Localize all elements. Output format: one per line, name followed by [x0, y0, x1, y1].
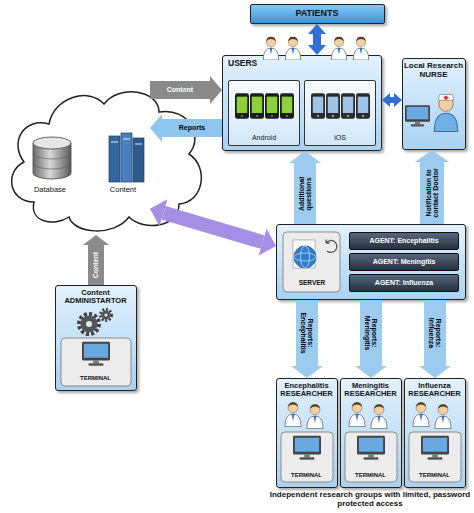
node-label: PATIENTS — [251, 9, 383, 19]
cloud-outline — [4, 82, 204, 235]
agent-box: AGENT: Influenza — [349, 274, 459, 292]
arrow-label: Reports: Meningitis — [364, 308, 379, 358]
block-arrow — [420, 162, 444, 224]
researcher-box: Meningitis RESEARCHER TERMINAL — [340, 378, 402, 488]
node-label: SERVER — [283, 279, 341, 286]
node-label: Meningitis RESEARCHER — [341, 382, 400, 399]
block-arrow — [424, 300, 446, 366]
node-label: TERMINAL — [341, 472, 400, 479]
patients-box: PATIENTS — [250, 4, 385, 24]
node-label: Content ADMINISTARTOR — [56, 289, 135, 306]
node-label: Content — [96, 186, 150, 194]
arrow-label: Reports: Encephalitis — [300, 308, 315, 358]
admin-box: Content ADMINISTARTOR TERMINAL — [55, 285, 137, 391]
platform-box: iOS — [304, 80, 376, 146]
node-label: Database — [20, 186, 80, 194]
arrow-label: Content — [155, 86, 205, 93]
node-label: Android — [229, 134, 299, 142]
block-arrow — [150, 81, 210, 99]
block-arrow — [390, 97, 394, 103]
node-label: AGENT: Meningitis — [350, 258, 458, 266]
node-label: Influenza RESEARCHER — [405, 382, 464, 399]
arrow-label: Content — [92, 246, 99, 284]
cloud-outline — [12, 92, 202, 231]
agent-box: AGENT: Encephalitis — [349, 232, 459, 250]
block-arrow — [313, 34, 321, 45]
block-arrow — [88, 245, 104, 285]
node-label: Local Research NURSE — [403, 62, 464, 80]
arrow-label: Notification to contact Doctor — [425, 164, 440, 222]
cloud-storage: Database Content — [4, 82, 150, 235]
node-label: AGENT: Influenza — [350, 279, 458, 287]
node-label: TERMINAL — [277, 472, 336, 479]
block-arrow — [360, 300, 382, 366]
agent-box: AGENT: Meningitis — [349, 253, 459, 271]
block-arrow — [296, 300, 318, 366]
platform-box: Android — [228, 80, 300, 146]
node-label: Encephalitis RESEARCHER — [277, 382, 336, 399]
nurse-box: Local Research NURSE — [402, 58, 466, 150]
block-arrow — [294, 163, 316, 224]
arrow-label: Additional questions — [298, 173, 313, 215]
node-label: AGENT: Encephalitis — [350, 237, 458, 245]
caption-note: Independent research groups with limited… — [266, 490, 474, 508]
node-label: TERMINAL — [56, 375, 135, 382]
node-label: USERS — [228, 59, 268, 68]
arrow-label: Reports: Influenza — [428, 308, 443, 358]
arrow-label: Reports — [167, 124, 217, 131]
researcher-box: Influenza RESEARCHER TERMINAL — [404, 378, 466, 488]
block-arrow — [163, 213, 262, 242]
node-label: iOS — [305, 134, 375, 142]
researcher-box: Encephalitis RESEARCHER TERMINAL — [276, 378, 338, 488]
users-group: Android iOS USERS — [222, 55, 382, 151]
node-label: TERMINAL — [405, 472, 464, 479]
server-box: AGENT: EncephalitisAGENT: MeningitisAGEN… — [276, 224, 466, 300]
